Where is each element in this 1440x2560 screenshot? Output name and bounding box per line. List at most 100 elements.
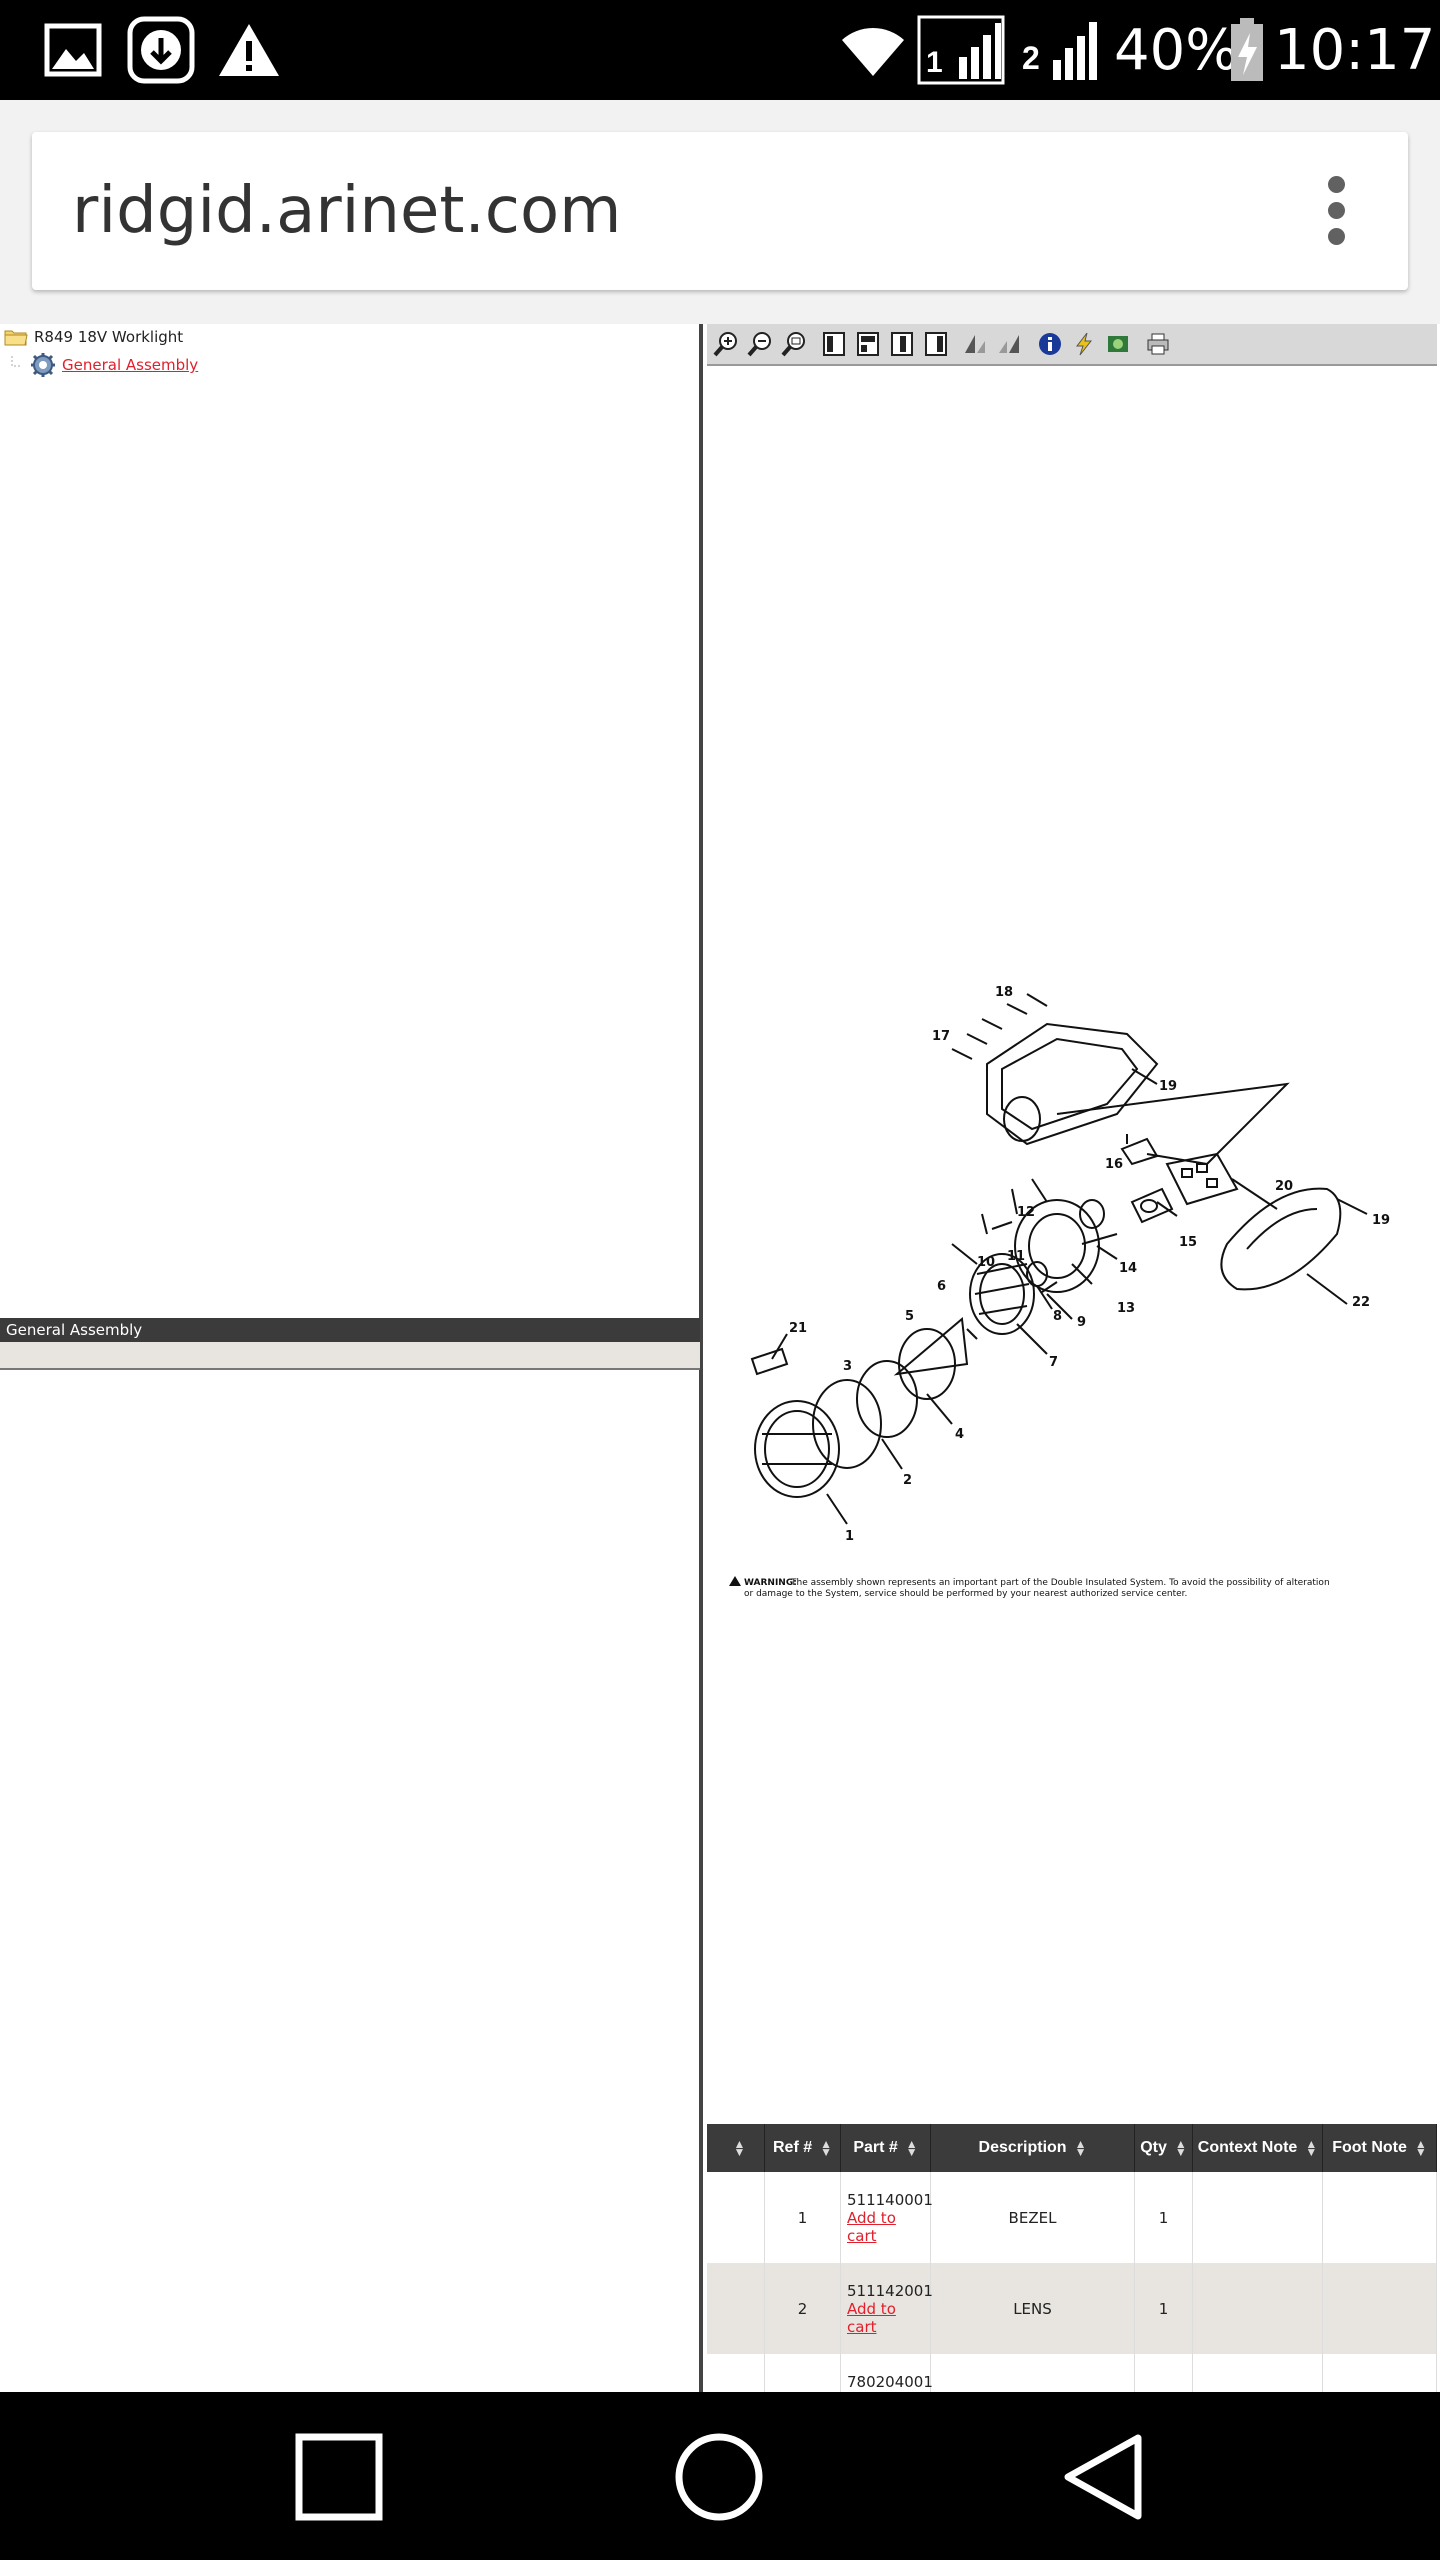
rotate-right-icon[interactable] xyxy=(995,329,1025,359)
callout-19b: 19 xyxy=(1372,1213,1390,1228)
sort-icon: ▲▼ xyxy=(905,2137,918,2159)
add-to-cart-link[interactable]: Add to cart xyxy=(847,2299,896,2336)
home-icon[interactable] xyxy=(674,2432,764,2522)
callout-8: 8 xyxy=(1053,1309,1062,1324)
callout-5: 5 xyxy=(905,1309,914,1324)
hotspot-icon[interactable] xyxy=(1103,329,1133,359)
add-to-cart-link[interactable]: Add to cart xyxy=(847,2391,930,2393)
tree-root[interactable]: R849 18V Worklight xyxy=(4,328,183,346)
overflow-menu-icon[interactable] xyxy=(1328,176,1348,246)
context-note-cell xyxy=(1193,2263,1323,2354)
table-header: ▲▼ Ref #▲▼ Part #▲▼ Description▲▼ Qty▲▼ … xyxy=(707,2124,1437,2172)
address-bar[interactable]: ridgid.arinet.com xyxy=(32,132,1408,290)
sim2-label: 2 xyxy=(1022,40,1040,76)
page-view-icon-3[interactable] xyxy=(887,329,917,359)
recents-icon[interactable] xyxy=(294,2432,384,2522)
sort-icon: ▲▼ xyxy=(820,2137,832,2159)
description-cell: BULB xyxy=(931,2354,1135,2392)
tree-root-label: R849 18V Worklight xyxy=(34,328,184,346)
column-header-description[interactable]: Description▲▼ xyxy=(931,2124,1135,2172)
callout-2: 2 xyxy=(903,1473,912,1488)
foot-note-cell xyxy=(1323,2172,1437,2263)
wifi-icon xyxy=(838,16,908,84)
description-cell: LENS xyxy=(931,2263,1135,2354)
sim2-signal-icon: 2 xyxy=(1018,16,1108,84)
sort-icon: ▲▼ xyxy=(1414,2137,1427,2159)
qty-cell: 1 xyxy=(1135,2263,1193,2354)
info-icon[interactable] xyxy=(1035,329,1065,359)
column-header-context-note[interactable]: Context Note▲▼ xyxy=(1193,2124,1323,2172)
column-header-select[interactable]: ▲▼ xyxy=(707,2124,765,2172)
column-header-ref[interactable]: Ref #▲▼ xyxy=(765,2124,841,2172)
panel-subheader xyxy=(0,1342,700,1370)
sim1-signal-icon: 1 xyxy=(916,15,1006,85)
battery-percent: 40% xyxy=(1114,18,1239,83)
panel-header: General Assembly xyxy=(0,1318,700,1342)
gear-icon xyxy=(31,353,55,377)
ref-cell: 2 xyxy=(765,2263,841,2354)
add-to-cart-link[interactable]: Add to cart xyxy=(847,2208,896,2245)
foot-note-cell xyxy=(1323,2354,1437,2392)
callout-15: 15 xyxy=(1179,1235,1197,1250)
ref-cell: 3 xyxy=(765,2354,841,2392)
sort-icon: ▲▼ xyxy=(1074,2137,1087,2159)
callout-14: 14 xyxy=(1119,1261,1137,1276)
callout-10: 10 xyxy=(977,1255,995,1270)
browser-toolbar: ridgid.arinet.com xyxy=(0,100,1440,324)
page-view-icon-2[interactable] xyxy=(853,329,883,359)
part-number: 511142001 xyxy=(847,2281,933,2300)
viewer-toolbar xyxy=(707,324,1437,366)
callout-7: 7 xyxy=(1049,1355,1058,1370)
sort-icon: ▲▼ xyxy=(1305,2137,1318,2159)
tree-item-general-assembly[interactable]: General Assembly xyxy=(10,353,198,377)
warning-text-line1: The assembly shown represents an importa… xyxy=(790,1578,1330,1588)
callout-9: 9 xyxy=(1077,1315,1086,1330)
callout-17: 17 xyxy=(932,1029,950,1044)
gallery-icon xyxy=(42,16,104,84)
part-number: 511140001 xyxy=(847,2190,933,2209)
lightning-icon[interactable] xyxy=(1069,329,1099,359)
battery-charging-icon xyxy=(1228,16,1266,84)
print-icon[interactable] xyxy=(1143,329,1173,359)
sort-icon: ▲▼ xyxy=(1174,2137,1187,2159)
column-header-qty[interactable]: Qty▲▼ xyxy=(1135,2124,1193,2172)
system-navigation-bar xyxy=(0,2392,1440,2560)
status-bar: 1 2 40% 10:17 xyxy=(0,0,1440,100)
table-row[interactable]: 1 511140001 Add to cart BEZEL 1 xyxy=(707,2172,1437,2263)
general-assembly-link[interactable]: General Assembly xyxy=(62,356,199,374)
context-note-cell xyxy=(1193,2172,1323,2263)
callout-20: 20 xyxy=(1275,1179,1293,1194)
page-view-icon-4[interactable] xyxy=(921,329,951,359)
callout-13: 13 xyxy=(1117,1301,1135,1316)
back-icon[interactable] xyxy=(1058,2432,1148,2522)
web-content: R849 18V Worklight General Assembly Gene… xyxy=(0,324,1440,2392)
column-header-part[interactable]: Part #▲▼ xyxy=(841,2124,931,2172)
callout-12: 12 xyxy=(1017,1205,1035,1220)
url-text[interactable]: ridgid.arinet.com xyxy=(72,174,622,248)
context-note-cell xyxy=(1193,2354,1323,2392)
part-number: 780204001 xyxy=(847,2372,933,2391)
page-view-icon-1[interactable] xyxy=(819,329,849,359)
callout-16: 16 xyxy=(1105,1157,1123,1172)
zoom-in-icon[interactable] xyxy=(711,329,741,359)
qty-cell: 1 xyxy=(1135,2172,1193,2263)
callout-6: 6 xyxy=(937,1279,946,1294)
sort-icon: ▲▼ xyxy=(733,2137,746,2159)
rotate-left-icon[interactable] xyxy=(961,329,991,359)
viewer-pane: 1 2 3 4 5 6 7 8 9 10 11 12 13 14 15 16 1… xyxy=(707,324,1440,2392)
description-cell: BEZEL xyxy=(931,2172,1135,2263)
column-header-foot-note[interactable]: Foot Note▲▼ xyxy=(1323,2124,1437,2172)
zoom-fit-icon[interactable] xyxy=(779,329,809,359)
assembly-diagram[interactable]: 1 2 3 4 5 6 7 8 9 10 11 12 13 14 15 16 1… xyxy=(727,964,1417,1844)
sim1-label: 1 xyxy=(926,46,943,79)
clock: 10:17 xyxy=(1274,18,1436,83)
tree-connector xyxy=(11,356,20,367)
table-row[interactable]: 3 780204001 Add to cart BULB 1 xyxy=(707,2354,1437,2392)
parts-table: ▲▼ Ref #▲▼ Part #▲▼ Description▲▼ Qty▲▼ … xyxy=(707,2124,1437,2392)
navigation-pane: R849 18V Worklight General Assembly Gene… xyxy=(0,324,703,2392)
zoom-out-icon[interactable] xyxy=(745,329,775,359)
table-row[interactable]: 2 511142001 Add to cart LENS 1 xyxy=(707,2263,1437,2354)
folder-icon xyxy=(4,330,28,346)
ref-cell: 1 xyxy=(765,2172,841,2263)
callout-11: 11 xyxy=(1007,1249,1025,1264)
